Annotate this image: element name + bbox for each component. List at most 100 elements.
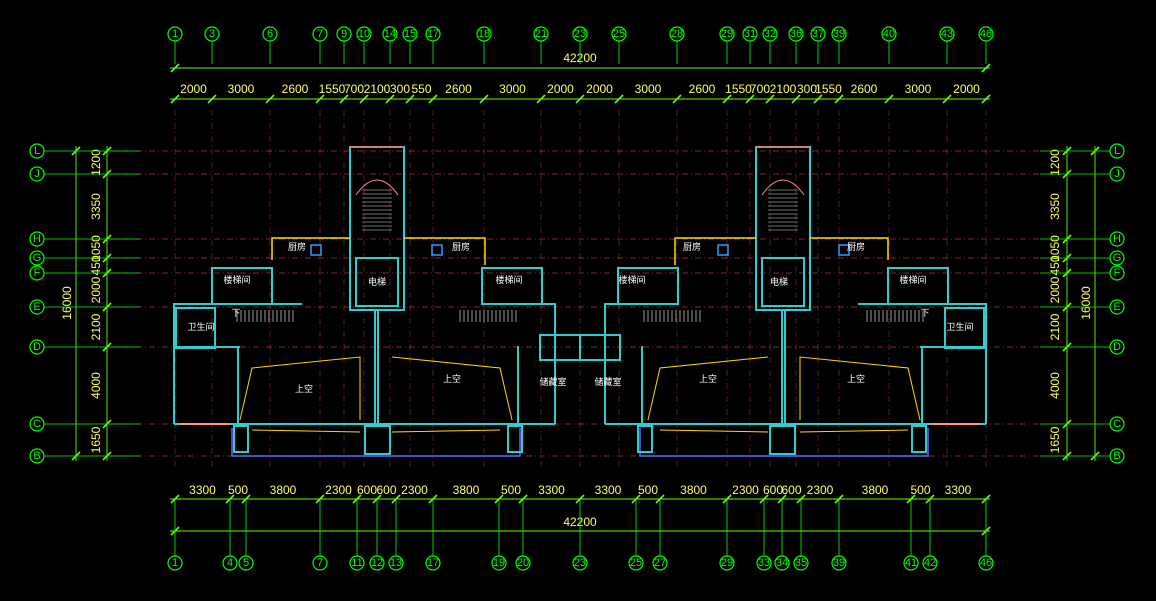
axis-bubble-bottom: 7 xyxy=(312,500,328,571)
dim-bottom-value: 500 xyxy=(910,483,930,497)
axis-bubble-label: B xyxy=(1113,450,1120,462)
stair-arch xyxy=(355,179,399,196)
dim-bottom-value: 500 xyxy=(638,483,658,497)
side-dim-value: 450 xyxy=(1048,255,1062,275)
dim-tick xyxy=(777,494,787,504)
storage-room xyxy=(481,267,543,305)
axis-bubble-top: 36 xyxy=(788,26,804,64)
dim-top-value: 2000 xyxy=(953,82,980,96)
balcony-edge xyxy=(659,429,769,433)
dim-tick xyxy=(614,94,624,104)
dim-tick xyxy=(315,94,325,104)
axis-bubble-top: 40 xyxy=(881,26,897,64)
side-dim-value: 1200 xyxy=(1048,149,1062,176)
axis-bubble-top: 25 xyxy=(611,26,627,64)
axis-bubble-left: G xyxy=(29,250,140,266)
dim-bottom-value: 600 xyxy=(357,483,377,497)
room-labels: 上空上空上空上空储藏室储藏室卫生间卫生间电梯电梯下下楼梯间楼梯间楼梯间楼梯间厨房… xyxy=(187,241,973,395)
axis-bubble-left: F xyxy=(29,265,140,281)
room-label-toilet: 卫生间 xyxy=(946,321,973,333)
axis-bubble-top: 9 xyxy=(336,26,352,64)
axis-bubble-label: C xyxy=(33,418,41,430)
dim-top-value: 2100 xyxy=(770,82,797,96)
axis-bubble-label: 23 xyxy=(574,28,586,40)
balcony-rail xyxy=(810,237,889,260)
dim-bottom-value: 2300 xyxy=(401,483,428,497)
dim-tick xyxy=(942,94,952,104)
room-label-elevator: 电梯 xyxy=(368,276,386,288)
dim-bottom-value: 3300 xyxy=(595,483,622,497)
axis-bubble-right: C xyxy=(1040,416,1125,432)
axis-bubble-label: 21 xyxy=(535,28,547,40)
dim-tick xyxy=(170,494,180,504)
axis-bubble-label: 12 xyxy=(371,557,383,569)
column xyxy=(911,425,927,453)
side-dim-value: 4000 xyxy=(1048,372,1062,399)
axis-bubble-label: G xyxy=(33,252,42,264)
dim-top-value: 3000 xyxy=(499,82,526,96)
axis-bubble-label: 15 xyxy=(404,28,416,40)
axis-bubble-label: H xyxy=(1113,233,1121,245)
axis-bubble-label: 35 xyxy=(795,557,807,569)
dim-tick xyxy=(722,494,732,504)
dim-top-value: 1550 xyxy=(725,82,752,96)
axis-bubble-label: L xyxy=(34,145,40,157)
dim-bottom-value: 600 xyxy=(376,483,396,497)
axis-bubble-top: 3 xyxy=(204,26,220,64)
room-label-kitchen: 厨房 xyxy=(452,241,470,253)
axis-bubble-label: 17 xyxy=(427,28,439,40)
axis-bubble-label: 29 xyxy=(721,557,733,569)
axis-bubble-label: 11 xyxy=(351,557,362,569)
axis-bubble-top: 7 xyxy=(312,26,328,64)
axis-bubble-top: 1 xyxy=(167,26,183,64)
column xyxy=(364,425,391,455)
dim-tick xyxy=(170,63,180,73)
dim-top-value: 2000 xyxy=(180,82,207,96)
side-dim-value: 2000 xyxy=(1048,276,1062,303)
axis-bubble-label: 36 xyxy=(790,28,802,40)
axis-bubble-label: 3 xyxy=(209,28,215,40)
dim-bottom-value: 3800 xyxy=(680,483,707,497)
dim-bottom-value: 3800 xyxy=(270,483,297,497)
dim-top-value: 700 xyxy=(344,82,364,96)
axis-bubble-right: H xyxy=(1040,231,1125,247)
axis-bubble-right: E xyxy=(1040,299,1125,315)
axis-bubble-top: 18 xyxy=(476,26,492,64)
axis-bubble-left: E xyxy=(29,299,140,315)
axis-bubble-bottom: 17 xyxy=(425,500,441,571)
side-dim-value: 1050 xyxy=(1048,235,1062,262)
dim-top-value: 2600 xyxy=(282,82,309,96)
balcony-rail xyxy=(271,237,350,260)
axis-bubble-label: 18 xyxy=(478,28,490,40)
dim-bottom-value: 3800 xyxy=(862,483,889,497)
axis-bubble-top: 29 xyxy=(719,26,735,64)
toilet-room xyxy=(579,334,621,361)
dim-tick xyxy=(339,94,349,104)
meter-box xyxy=(838,244,850,256)
axis-bubble-bottom: 35 xyxy=(793,500,809,571)
side-dim-value: 450 xyxy=(89,255,103,275)
axis-bubble-top: 10 xyxy=(356,26,372,64)
dim-tick xyxy=(352,494,362,504)
room-label-upper_void: 上空 xyxy=(295,383,313,395)
storage-room xyxy=(887,267,949,305)
dim-tick xyxy=(428,94,438,104)
balcony-edge xyxy=(391,429,501,433)
dim-tick xyxy=(315,494,325,504)
axis-bubble-label: 7 xyxy=(317,557,323,569)
dim-bottom-value: 3300 xyxy=(538,483,565,497)
axis-bubble-label: B xyxy=(33,450,40,462)
axis-bubble-label: 13 xyxy=(390,557,402,569)
dim-tick xyxy=(745,94,755,104)
balcony-edge xyxy=(799,429,909,433)
room-label-stair_down: 下 xyxy=(920,309,929,319)
axis-bubble-left: H xyxy=(29,231,140,247)
axis-bubble-label: 4 xyxy=(227,557,233,569)
dim-tick xyxy=(834,94,844,104)
axis-bubble-label: C xyxy=(1113,418,1121,430)
dim-tick xyxy=(518,494,528,504)
side-dim-value: 3350 xyxy=(1048,193,1062,220)
axis-bubble-bottom: 20 xyxy=(515,500,531,571)
room-label-hall: 楼梯间 xyxy=(223,274,250,286)
